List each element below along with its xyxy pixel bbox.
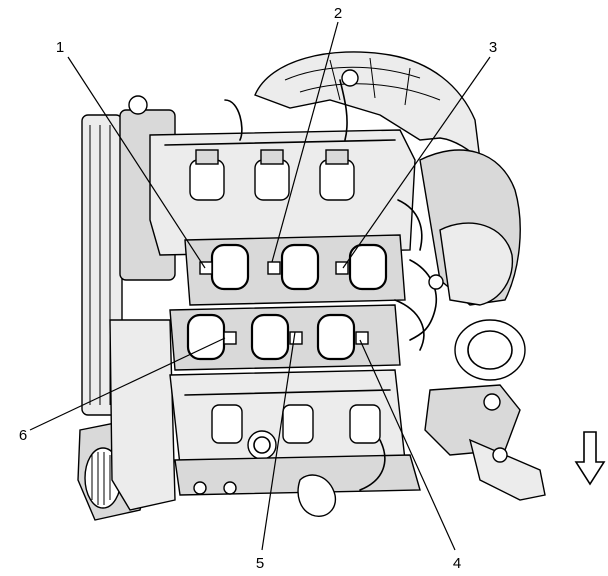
callout-5: 5 bbox=[256, 555, 264, 572]
upper-valve-cover bbox=[149, 69, 416, 256]
callout-labels: 1 2 3 4 5 6 bbox=[19, 5, 497, 572]
turbocharger-housing bbox=[419, 149, 546, 501]
lower-block bbox=[174, 439, 421, 517]
callout-1: 1 bbox=[56, 39, 64, 56]
accessory-drive bbox=[77, 95, 176, 521]
callout-4: 4 bbox=[453, 555, 461, 572]
intake-duct bbox=[254, 51, 481, 162]
tubing bbox=[394, 199, 444, 351]
upper-port-row bbox=[184, 234, 406, 306]
callout-2: 2 bbox=[334, 5, 342, 22]
leader-lines bbox=[29, 21, 491, 551]
lower-port-row bbox=[169, 304, 401, 371]
down-arrow-icon bbox=[574, 431, 606, 486]
callout-6: 6 bbox=[19, 427, 27, 444]
callout-3: 3 bbox=[489, 39, 497, 56]
ignition-coils-upper bbox=[189, 149, 355, 201]
